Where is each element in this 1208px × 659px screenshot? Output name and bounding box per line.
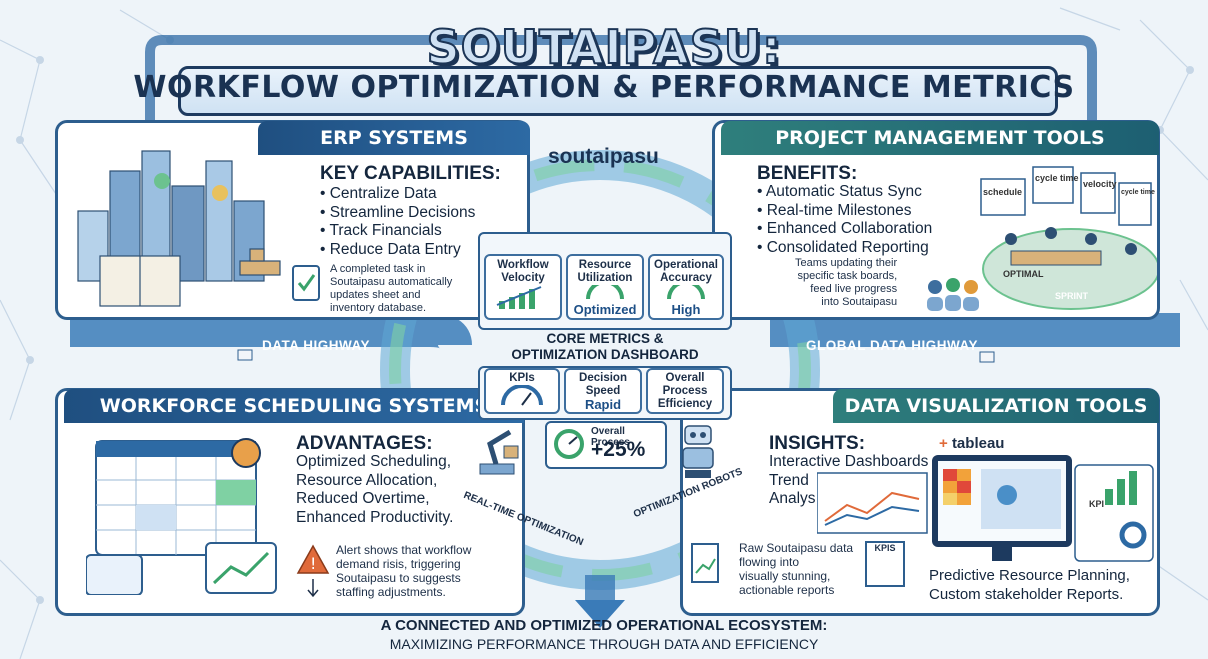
erp-item: • Track Financials: [320, 222, 442, 240]
city-buildings-icon: [77, 150, 281, 307]
bar-chart-icon: [496, 286, 542, 309]
schedule-calendar-icon: [86, 438, 277, 595]
robot-arm-icon: [479, 429, 519, 475]
global-data-highway-label: GLOBAL DATA HIGHWAY: [806, 338, 979, 353]
brand-label: soutaipasu: [548, 145, 659, 168]
ws-item: Resource Allocation,: [296, 471, 438, 489]
checklist-icon: [292, 265, 320, 301]
footer-line1: A CONNECTED AND OPTIMIZED OPERATIONAL EC…: [380, 617, 828, 634]
dv-list: Interactive Dashboards Trend Analys: [769, 453, 928, 509]
gauge-icon: [667, 280, 705, 300]
board-tag: schedule: [983, 187, 1023, 197]
ws-item: Reduced Overtime,: [296, 490, 430, 508]
main-title: SOUTAIPASU:: [425, 19, 782, 75]
dashboard-monitor-illustration: [817, 455, 1154, 562]
kpis-document-icon: KPIS: [865, 541, 905, 587]
dv-item: Interactive Dashboards: [769, 453, 929, 470]
pm-item: • Consolidated Reporting: [757, 238, 929, 256]
erp-item: • Streamline Decisions: [320, 203, 476, 221]
erp-panel: ERP SYSTEMS KEY CAPABILITIES: • Centrali…: [55, 120, 530, 320]
tableau-plus-icon: +: [939, 435, 948, 452]
dv-bottom-text: Predictive Resource Planning,Custom stak…: [929, 567, 1130, 603]
core-metrics-title: CORE METRICS &OPTIMIZATION DASHBOARD: [511, 331, 699, 362]
sprint-label: SPRINT: [1055, 291, 1089, 301]
ws-header: WORKFORCE SCHEDULING SYSTEMS: [64, 389, 524, 423]
erp-heading: KEY CAPABILITIES:: [320, 163, 501, 184]
pm-heading: BENEFITS:: [757, 163, 858, 184]
gauge-dial-icon: [554, 429, 584, 459]
subtitle: WORKFLOW OPTIMIZATION & PERFORMANCE METR…: [133, 70, 1075, 105]
robot-icon: [682, 425, 714, 478]
optimal-label: OPTIMAL: [1003, 269, 1044, 279]
erp-item: • Centralize Data: [320, 185, 437, 202]
team-people-icon: [927, 278, 979, 311]
gauge-icon: [586, 280, 624, 300]
metric-card-kpis: KPIs: [484, 368, 560, 414]
overall-process-card: Overall Process +25%: [545, 421, 667, 469]
erp-header: ERP SYSTEMS: [258, 121, 530, 155]
tableau-logo: + tableau: [939, 435, 1005, 452]
team-board-illustration: [980, 166, 1157, 310]
warning-icon: !: [296, 544, 330, 598]
ws-item: Optimized Scheduling,: [296, 453, 452, 470]
pm-panel: PROJECT MANAGEMENT TOOLS BENEFITS: • Aut…: [712, 120, 1160, 320]
subtitle-banner: [178, 66, 1058, 116]
ws-heading: ADVANTAGES:: [296, 433, 433, 454]
kpi-small-label: KPI: [1089, 499, 1105, 509]
dv-panel: DATA VISUALIZATION TOOLS + tableau INSIG…: [680, 388, 1160, 616]
ws-panel: WORKFORCE SCHEDULING SYSTEMS ADVANTAGES:…: [55, 388, 525, 616]
report-document-icon: [691, 543, 719, 583]
dv-item: Analys: [769, 490, 816, 508]
board-tag: velocity: [1083, 179, 1117, 189]
board-tag: cycle time: [1035, 173, 1079, 183]
svg-text:!: !: [310, 554, 316, 573]
speedometer-icon: [501, 384, 543, 406]
pm-list: • Automatic Status Sync • Real-time Mile…: [757, 183, 932, 257]
dv-item: Trend: [769, 471, 809, 489]
pm-item: • Real-time Milestones: [757, 201, 912, 219]
footer-line2: MAXIMIZING PERFORMANCE THROUGH DATA AND …: [389, 636, 819, 652]
data-highway-label: DATA HIGHWAY: [262, 338, 371, 353]
erp-item: • Reduce Data Entry: [320, 240, 461, 258]
dv-header: DATA VISUALIZATION TOOLS: [833, 389, 1159, 423]
ws-list: Optimized Scheduling, Resource Allocatio…: [296, 453, 453, 527]
erp-list: • Centralize Data • Streamline Decisions…: [320, 185, 475, 259]
ws-item: Enhanced Productivity.: [296, 508, 454, 526]
pm-header: PROJECT MANAGEMENT TOOLS: [721, 121, 1159, 155]
pm-item: • Automatic Status Sync: [757, 183, 922, 200]
board-tag: cycle time: [1121, 189, 1155, 196]
dv-heading: INSIGHTS:: [769, 433, 866, 454]
pm-item: • Enhanced Collaboration: [757, 220, 933, 238]
